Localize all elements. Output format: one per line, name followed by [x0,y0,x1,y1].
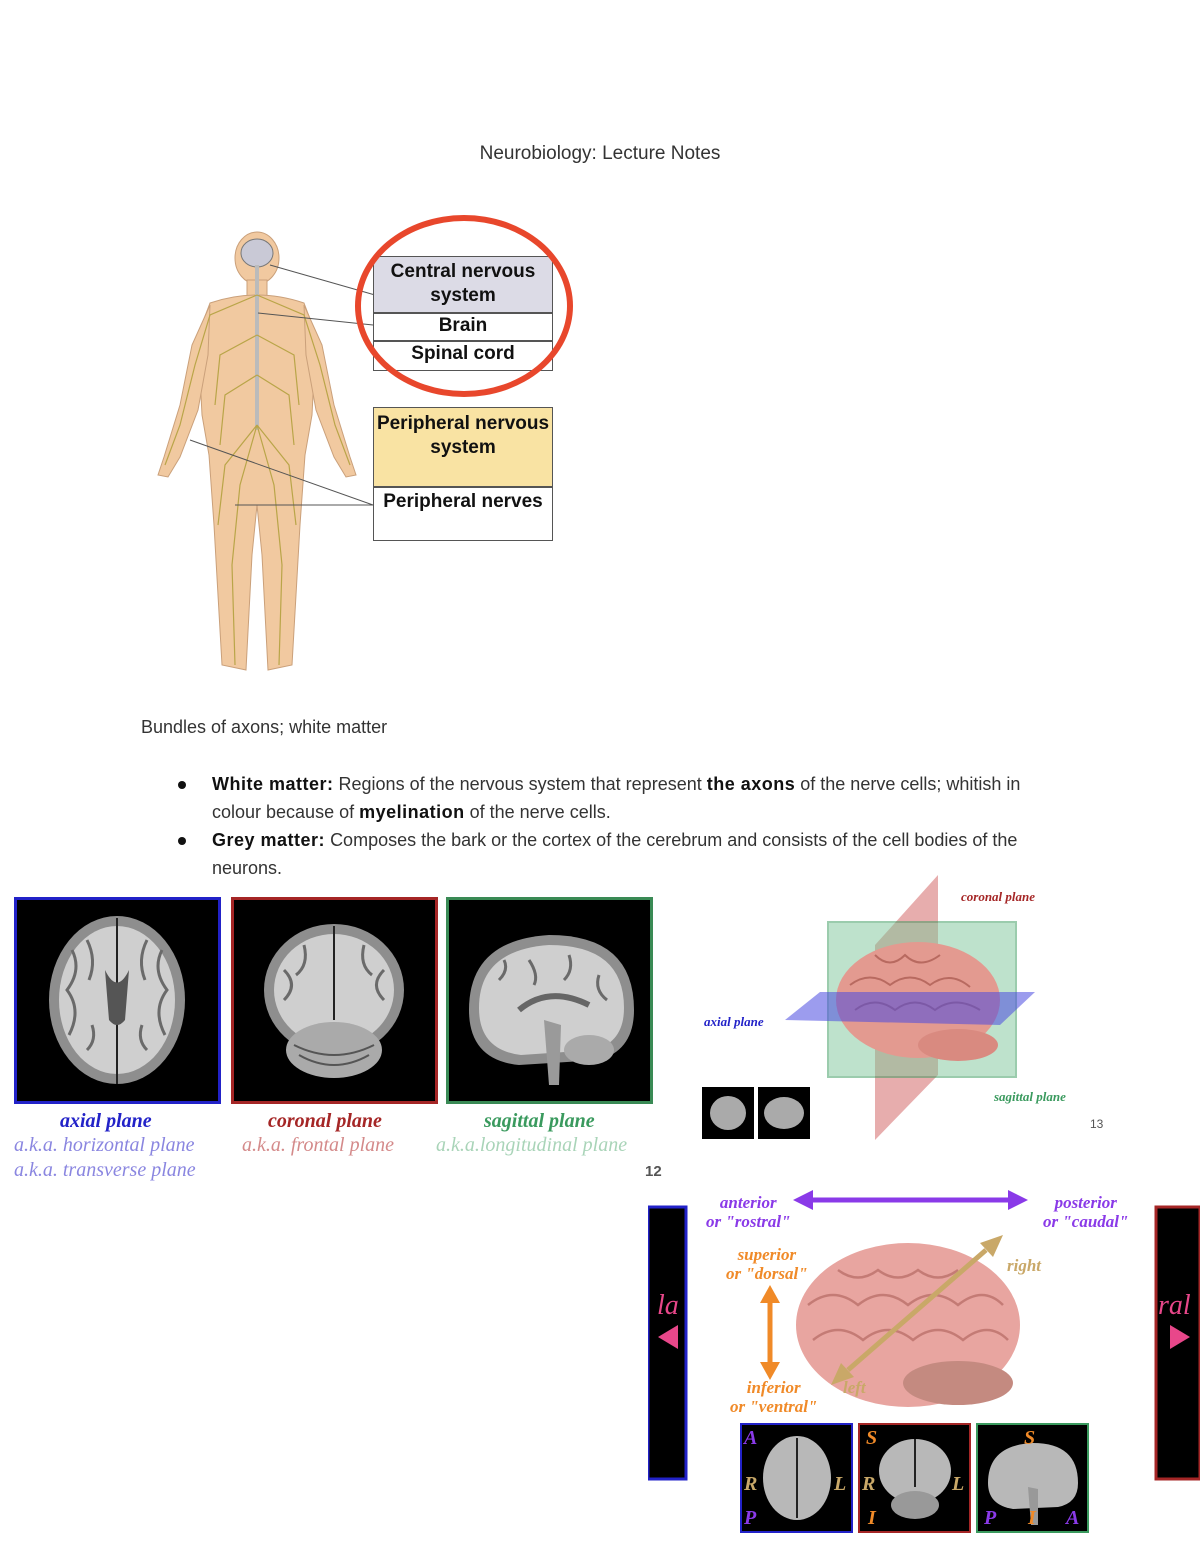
anatomical-planes-illustration [702,875,1035,1140]
sagittal-scan-image [446,897,653,1104]
thumb-label-anterior: A [744,1427,758,1449]
coronal-plane-aka: a.k.a. frontal plane [242,1134,395,1156]
superior-term: superior [737,1245,797,1264]
anterior-alt: or "rostral" [706,1212,791,1231]
right-panel-cut-text: ral [1158,1290,1191,1321]
posterior-term: posterior [1054,1193,1117,1212]
pns-label-box: Peripheral nervous system [373,407,553,487]
axial-plane-aka-1: a.k.a. horizontal plane [14,1134,195,1156]
peripheral-nerves-label-box: Peripheral nerves [373,487,553,541]
axial-orientation-thumbnail: A R L P [740,1423,853,1533]
axial-scan-image [14,897,221,1104]
bullet-white-matter: White matter: Regions of the nervous sys… [178,770,1072,826]
inferior-term: inferior [746,1378,801,1397]
axial-plane-label: axial plane [704,1014,764,1029]
section-heading: Bundles of axons; white matter [141,717,388,737]
posterior-alt: or "caudal" [1043,1212,1129,1231]
thumb-label-anterior: A [1066,1507,1080,1529]
thumb-label-left: L [834,1473,847,1495]
thumb-label-superior: S [1024,1427,1036,1449]
thumb-label-posterior: P [984,1507,997,1529]
bullet-text: of the nerve cells. [464,802,611,822]
bullet-text: Composes the bark or the cortex of the c… [212,830,1018,878]
right-label: right [1007,1256,1042,1275]
left-label: left [843,1378,866,1397]
sagittal-plane-title: sagittal plane [484,1110,595,1132]
left-panel-cut-text: la [657,1290,679,1321]
slide-number: 13 [1090,1117,1104,1131]
coronal-plane-label: coronal plane [961,889,1036,904]
bullet-term: Grey matter: [212,830,326,850]
bullet-text: Regions of the nervous system that repre… [338,774,707,794]
thumb-label-posterior: P [744,1507,757,1529]
bullet-emphasis: myelination [359,802,465,822]
bullet-term: White matter: [212,774,334,794]
inferior-alt: or "ventral" [730,1397,818,1416]
slide-number: 12 [645,1163,662,1180]
thumb-label-right: R [744,1473,758,1495]
highlight-circle [355,215,573,397]
thumb-label-inferior: I [868,1507,876,1529]
thumb-label-left: L [952,1473,965,1495]
thumb-label-superior: S [866,1427,878,1449]
axial-plane-aka-2: a.k.a. transverse plane [14,1159,196,1181]
bullet-emphasis: the axons [706,774,796,794]
bullet-grey-matter: Grey matter: Composes the bark or the co… [178,826,1072,882]
thumb-label-inferior: I [1028,1507,1036,1529]
sagittal-plane-aka: a.k.a.longitudinal plane [436,1134,628,1156]
superior-alt: or "dorsal" [726,1264,808,1283]
axial-plane-title: axial plane [60,1110,152,1132]
page-title: Neurobiology: Lecture Notes [479,143,721,164]
coronal-plane-title: coronal plane [268,1110,382,1132]
coronal-scan-image [231,897,438,1104]
bullet-text: of the nerve cells; whitish in colour be… [212,774,1021,822]
thumb-label-right: R [862,1473,876,1495]
coronal-orientation-thumbnail: S R L I [858,1423,971,1533]
human-nervous-system-illustration [157,231,376,671]
anterior-term: anterior [719,1193,777,1212]
sagittal-plane-label: sagittal plane [994,1089,1066,1104]
sagittal-orientation-thumbnail: S P I A [976,1423,1089,1533]
brain-orientation-illustration [648,1190,1200,1481]
